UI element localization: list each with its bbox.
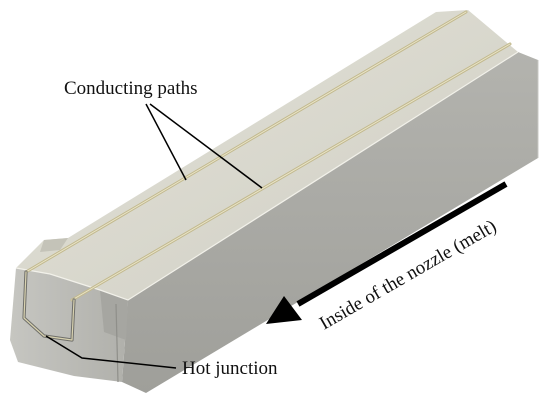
block-top-face [16, 10, 518, 302]
block-notch [100, 290, 128, 340]
hot-junction-label: Hot junction [182, 358, 278, 379]
block-front-face [10, 268, 128, 382]
hot-junction-leader [45, 335, 177, 369]
conducting-path-rails [24, 10, 512, 302]
block-side-face [122, 52, 538, 393]
front-conductors [22, 270, 76, 342]
block-step [40, 238, 68, 252]
conducting-paths-label: Conducting paths [64, 78, 198, 99]
flow-arrow [266, 181, 508, 324]
conducting-paths-leaders [145, 103, 263, 189]
